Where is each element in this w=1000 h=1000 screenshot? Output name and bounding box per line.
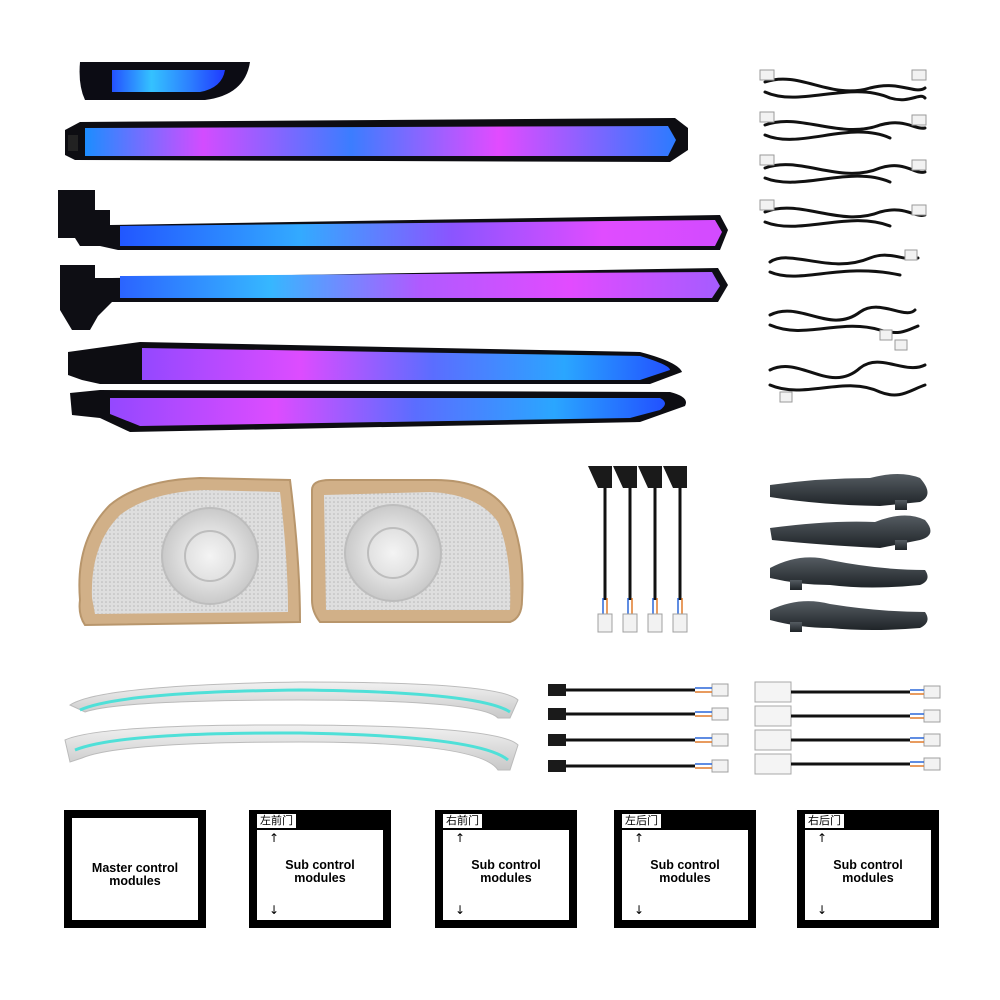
harness-connectors <box>759 69 927 403</box>
module-title: Sub control modules <box>471 858 541 885</box>
sub-control-module-left-front: 左前门 ↑ Sub control modules ↓ <box>249 810 391 928</box>
ambient-light-strip-door-front-left <box>58 190 728 250</box>
ambient-light-strip-door-front-right <box>60 265 728 330</box>
horizontal-light-cables-right <box>754 681 941 775</box>
up-arrow-icon: ↑ <box>269 831 280 845</box>
up-arrow-icon: ↑ <box>817 831 828 845</box>
module-title: Sub control modules <box>650 858 720 885</box>
down-arrow-icon: ↓ <box>817 903 828 917</box>
module-title: Sub control modules <box>285 858 355 885</box>
horizontal-light-cables-left <box>548 683 729 773</box>
ambient-light-strip-dash <box>65 118 688 162</box>
dash-light-strip-upper <box>68 681 519 719</box>
module-tag: 右前门 <box>443 814 482 828</box>
module-tag: 左前门 <box>257 814 296 828</box>
module-title: Sub control modules <box>833 858 903 885</box>
module-tag: 右后门 <box>805 814 844 828</box>
module-title: Master control modules <box>91 861 179 888</box>
speaker-cover-right <box>311 479 524 623</box>
down-arrow-icon: ↓ <box>634 903 645 917</box>
door-handles <box>770 474 931 632</box>
ambient-light-strip-door-rear-right <box>70 390 686 432</box>
wiring-harness-group <box>763 77 927 397</box>
down-arrow-icon: ↓ <box>269 903 280 917</box>
down-arrow-icon: ↓ <box>455 903 466 917</box>
ambient-light-strip-small <box>79 62 250 100</box>
sub-control-module-right-rear: 右后门 ↑ Sub control modules ↓ <box>797 810 939 928</box>
speaker-cover-left <box>78 476 302 627</box>
master-control-module: Master control modules <box>64 810 206 928</box>
module-tag: 左后门 <box>622 814 661 828</box>
ambient-light-strip-door-rear-left <box>68 342 682 384</box>
up-arrow-icon: ↑ <box>455 831 466 845</box>
sub-control-module-right-front: 右前门 ↑ Sub control modules ↓ <box>435 810 577 928</box>
up-arrow-icon: ↑ <box>634 831 645 845</box>
sub-control-module-left-rear: 左后门 ↑ Sub control modules ↓ <box>614 810 756 928</box>
dash-light-strip-lower <box>64 724 519 771</box>
vertical-light-cables <box>588 466 688 633</box>
